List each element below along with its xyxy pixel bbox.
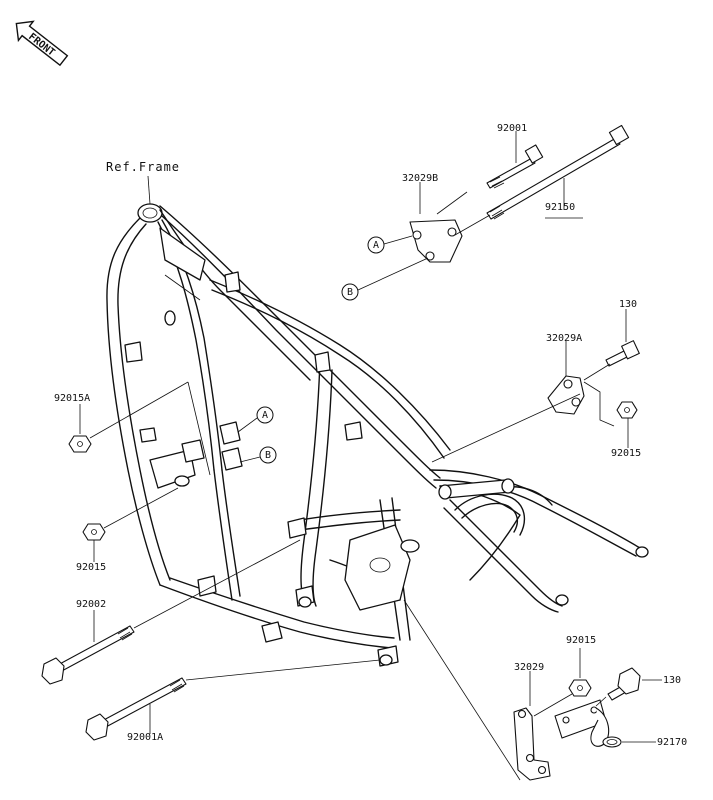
ref-frame-leader [147, 175, 151, 205]
label-92150: 92150 [545, 202, 575, 213]
bolt-92001 [486, 144, 544, 189]
svg-text:A: A [373, 240, 379, 251]
motorcycle-frame [106, 203, 649, 667]
ref-frame-label: Ref.Frame [106, 160, 180, 174]
label-32029A: 32029A [546, 333, 582, 344]
nut-92015-right [616, 401, 638, 419]
label-92001A: 92001A [127, 732, 163, 743]
nut-92015-bottom [568, 679, 592, 697]
callout-a-frame: A [256, 406, 274, 424]
front-arrow-icon: FRONT [15, 20, 69, 67]
label-92015A: 92015A [54, 393, 90, 404]
label-92015-left: 92015 [76, 562, 106, 573]
callout-b-top: B [341, 283, 359, 301]
label-92170: 92170 [657, 737, 687, 748]
bolt-92002 [41, 625, 135, 685]
callout-b-frame: B [259, 446, 277, 464]
label-92002: 92002 [76, 599, 106, 610]
nut-92015A [68, 435, 92, 453]
nut-92015-left [82, 523, 106, 541]
label-92015-bottom: 92015 [566, 635, 596, 646]
callout-a-top: A [367, 236, 385, 254]
label-32029B: 32029B [402, 173, 438, 184]
bracket-32029 [513, 707, 551, 781]
svg-text:B: B [347, 287, 353, 298]
label-32029: 32029 [514, 662, 544, 673]
label-92001: 92001 [497, 123, 527, 134]
svg-text:A: A [262, 410, 268, 421]
label-130-bottom: 130 [663, 675, 681, 686]
bolt-92001A [85, 677, 187, 741]
clamp-92170 [590, 707, 622, 748]
bolt-130-bottom [607, 667, 641, 701]
svg-text:B: B [265, 450, 271, 461]
label-130-top: 130 [619, 299, 637, 310]
bolt-92150 [486, 124, 630, 220]
bracket-32029B [409, 219, 463, 263]
bolt-130-top [605, 340, 640, 367]
label-92015-right: 92015 [611, 448, 641, 459]
